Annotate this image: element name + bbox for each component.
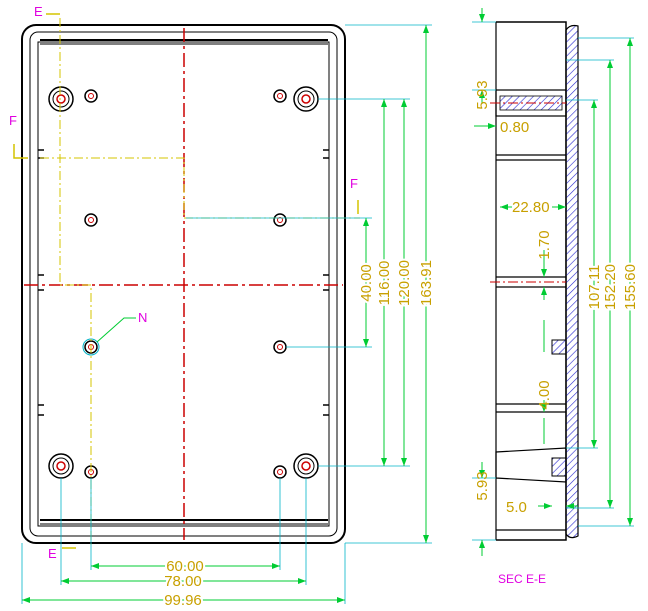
section-dimension-lines xyxy=(472,8,634,556)
corner-boss-br xyxy=(293,453,319,479)
section-mark-f-right: F xyxy=(350,176,358,191)
section-mark-f-left: F xyxy=(9,113,17,128)
dim-40: 40.00 xyxy=(358,264,375,302)
section-path-lines xyxy=(40,18,360,545)
dim-163-91: 163.91 xyxy=(418,260,435,306)
front-dimension-lines xyxy=(21,24,432,604)
dim-116: 116.00 xyxy=(376,261,393,306)
corner-boss-tl xyxy=(48,86,74,112)
dim-sec-152-20: 152.20 xyxy=(602,264,619,310)
pcb-posts xyxy=(84,89,287,479)
section-post-mid xyxy=(551,339,567,355)
section-boss-bottom-hatch xyxy=(551,457,567,477)
front-outer-outline xyxy=(21,24,346,544)
corner-boss-tr xyxy=(293,86,319,112)
corner-boss-bl xyxy=(48,453,74,479)
label-n: N xyxy=(138,310,147,325)
section-mark-e-bottom: E xyxy=(48,546,57,561)
dim-sec-4-00: 4.00 xyxy=(536,380,553,409)
dim-sec-0-80: 0.80 xyxy=(500,119,529,136)
dim-sec-1-70: 1.70 xyxy=(536,230,553,259)
section-arrows xyxy=(13,13,359,549)
dim-sec-22-80: 22.80 xyxy=(512,199,550,216)
side-ribs xyxy=(38,149,329,416)
dim-sec-5-93-top: 5.93 xyxy=(474,80,491,109)
dim-sec-155-60: 155.60 xyxy=(622,264,639,310)
section-ribs xyxy=(496,154,566,413)
dim-sec-107-11: 107.11 xyxy=(586,265,603,310)
dim-60: 60.00 xyxy=(166,558,204,575)
section-boss-bottom xyxy=(495,447,567,483)
dim-99-96: 99.96 xyxy=(164,592,202,609)
section-hatched-wall xyxy=(565,24,579,539)
section-mark-e-top: E xyxy=(34,4,43,19)
section-title: SEC E-E xyxy=(498,572,546,586)
pcb-post-centers xyxy=(88,93,283,475)
dim-sec-5-0: 5.0 xyxy=(506,499,527,516)
n-leader xyxy=(96,317,136,343)
front-view xyxy=(13,13,360,549)
dim-120: 120.00 xyxy=(396,260,413,306)
dim-sec-5-93-bottom: 5.93 xyxy=(474,471,491,500)
section-view xyxy=(490,21,579,541)
dim-78: 78.00 xyxy=(164,573,202,590)
